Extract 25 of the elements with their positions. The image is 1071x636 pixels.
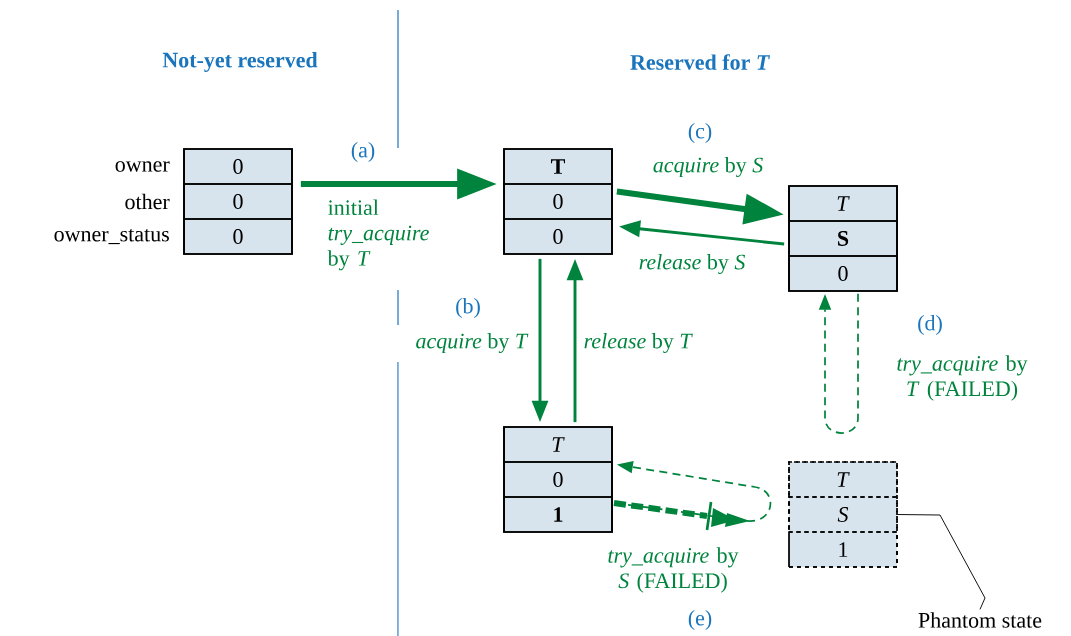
edge-label: release by T <box>582 331 695 355</box>
step-label: (a) <box>351 142 375 162</box>
edge-label: try_acquire by T (FAILED) <box>897 355 1028 401</box>
state-box: T S 0 <box>788 185 898 292</box>
section-heading: Not-yet reserved <box>162 52 318 72</box>
step-label: (b) <box>456 298 480 318</box>
state-box: 0 0 0 <box>183 148 293 255</box>
state-box: T S 1 <box>788 461 898 568</box>
step-label: (d) <box>918 315 942 335</box>
edge-label: release by S <box>637 252 747 276</box>
state-box: T 0 1 <box>503 426 613 533</box>
edge-label: try_acquire by S (FAILED) <box>608 547 739 593</box>
step-label: (e) <box>688 610 712 630</box>
state-box: T 0 0 <box>503 148 613 255</box>
field-label: owner <box>115 161 170 172</box>
caption-text: Phantom state <box>918 612 1042 628</box>
edge-label: initial try_acquire by T <box>326 198 449 272</box>
edge-label: acquire by T <box>414 331 530 355</box>
edge-label: acquire by S <box>651 155 765 179</box>
field-label: owner_status <box>54 228 169 245</box>
leader-line <box>897 514 986 610</box>
field-label: other <box>125 193 170 210</box>
loop-arrow <box>818 293 859 434</box>
section-heading: Reserved for T <box>630 54 770 70</box>
step-label: (c) <box>688 123 712 143</box>
